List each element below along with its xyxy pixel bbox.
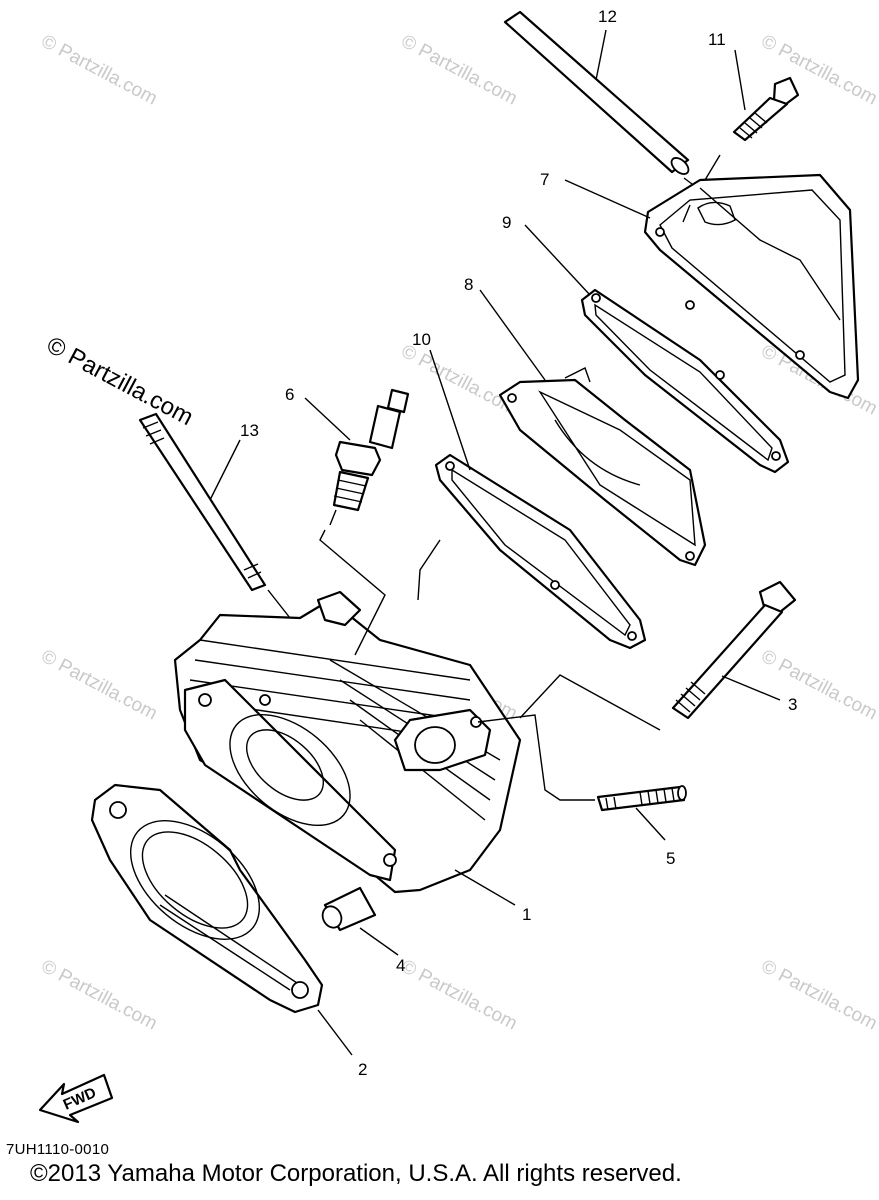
part-3-bolt [671, 580, 797, 720]
part-7-head-cover [643, 173, 860, 400]
callout-11: 11 [708, 30, 726, 49]
callout-3: 3 [788, 695, 797, 714]
part-13-stud [138, 412, 267, 592]
callout-5: 5 [666, 849, 675, 868]
part-11-bolt [689, 76, 800, 206]
watermark: © Partzilla.com [38, 956, 161, 1035]
part-12-tube [503, 10, 701, 191]
watermark: © Partzilla.com [398, 31, 521, 110]
callout-6: 6 [285, 385, 294, 404]
callout-8: 8 [464, 275, 473, 294]
part-6-spark-plug [329, 388, 410, 526]
watermark: © Partzilla.com [398, 956, 521, 1035]
callout-13: 13 [240, 421, 259, 440]
callout-10: 10 [412, 330, 431, 349]
part-4-dowel [321, 886, 377, 932]
callout-12: 12 [598, 7, 617, 26]
callout-2: 2 [358, 1060, 367, 1079]
callout-numbers: 12 11 7 9 8 10 6 13 3 5 1 4 2 [240, 7, 797, 1079]
fwd-arrow-icon: FWD [38, 1073, 114, 1124]
part-1-cylinder-head [173, 590, 522, 894]
leader-lines [209, 29, 781, 1056]
part-5-stud [596, 785, 687, 812]
callout-1: 1 [522, 905, 531, 924]
watermark: © Partzilla.com [38, 646, 161, 725]
copyright-notice: ©2013 Yamaha Motor Corporation, U.S.A. A… [30, 1160, 682, 1187]
watermark: © Partzilla.com [398, 341, 521, 420]
part-10-gasket [434, 453, 647, 650]
callout-9: 9 [502, 213, 511, 232]
diagram-part-code: 7UH1110-0010 [6, 1141, 110, 1158]
watermark: © Partzilla.com [758, 956, 879, 1035]
part-8-breather [498, 367, 707, 567]
part-9-gasket [580, 288, 790, 474]
callout-4: 4 [396, 956, 405, 975]
callout-7: 7 [540, 170, 549, 189]
watermark: © Partzilla.com [758, 646, 879, 725]
watermark-large: © Partzilla.com [42, 331, 197, 431]
part-2-head-gasket [90, 783, 324, 1014]
watermark: © Partzilla.com [38, 31, 161, 110]
